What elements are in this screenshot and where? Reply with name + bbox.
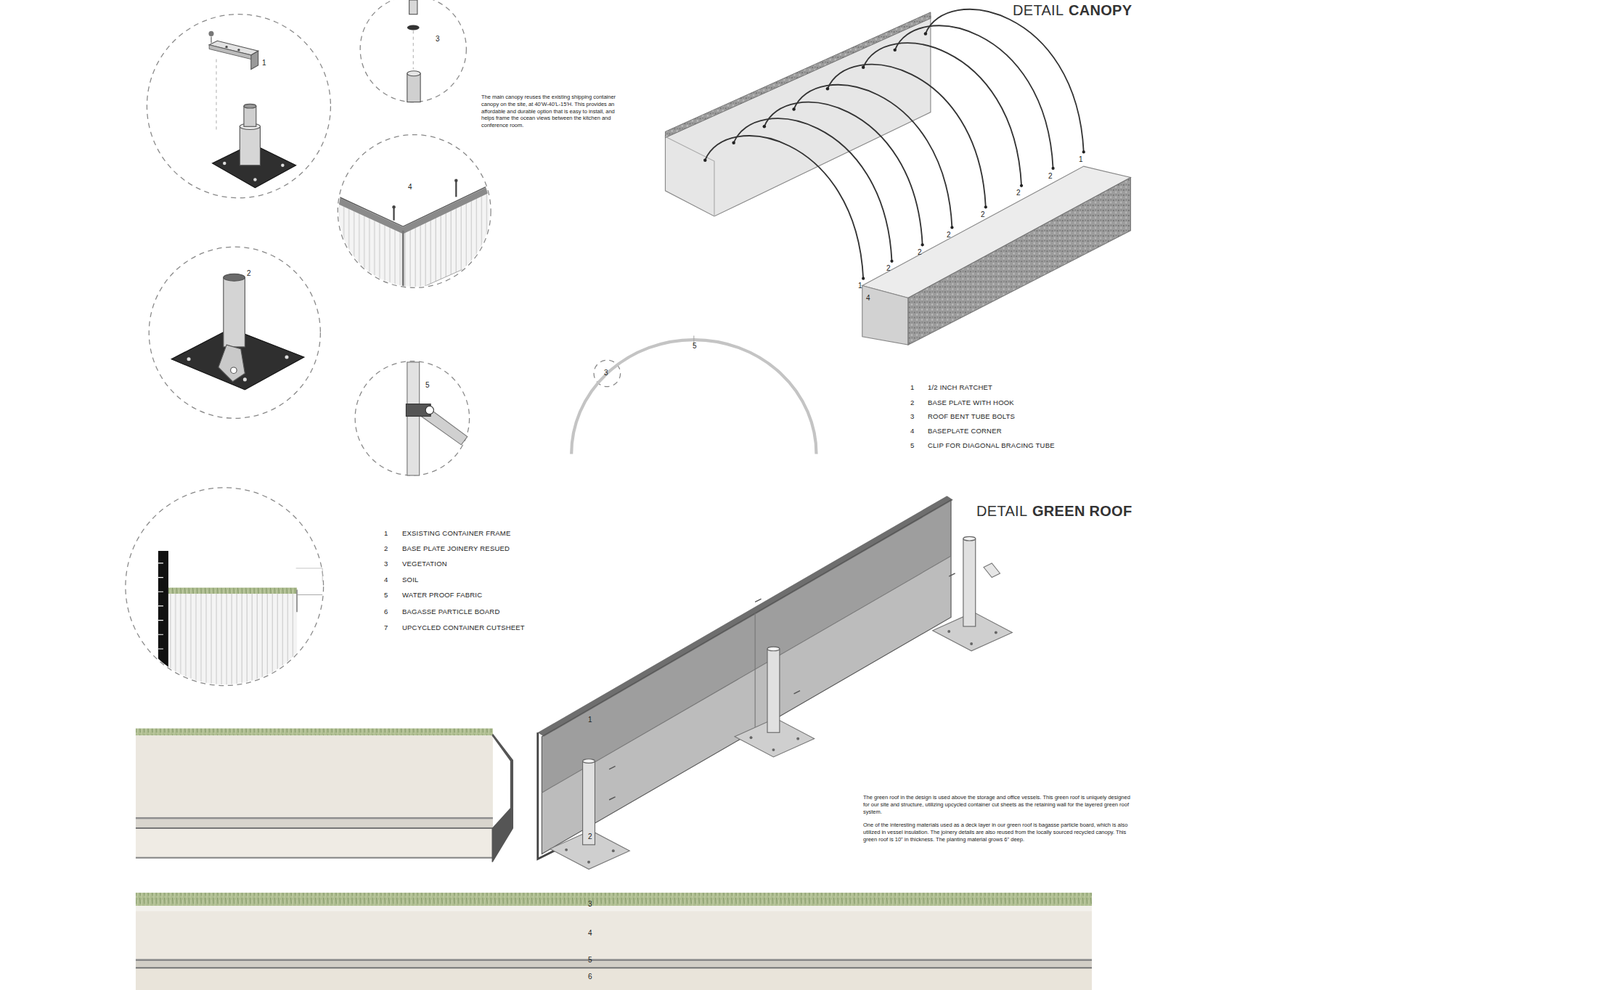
callout-number: 2	[917, 249, 922, 257]
callout-number: 4	[588, 929, 593, 938]
legend-text: CLIP FOR DIAGONAL BRACING TUBE	[927, 442, 1055, 450]
legend-text: UPCYCLED CONTAINER CUTSHEET	[402, 624, 525, 632]
callout-number: 1	[262, 59, 267, 67]
legend-text: BASE PLATE WITH HOOK	[927, 399, 1015, 407]
callout-number: 1	[858, 282, 863, 290]
legend-number: 3	[910, 413, 914, 421]
legend-number: 2	[384, 545, 388, 553]
legend-number: 1	[384, 529, 388, 538]
callout-number: 2	[886, 264, 891, 273]
callout-number: 2	[246, 270, 252, 278]
legend-text: BASEPLATE CORNER	[927, 427, 1002, 435]
callout-number: 5	[425, 381, 430, 390]
callout-number: 2	[1016, 189, 1021, 197]
legend-number: 4	[384, 576, 388, 584]
callout-number: 3	[435, 35, 440, 43]
legend-text: EXSISTING CONTAINER FRAME	[402, 529, 511, 538]
note-text: The green roof in the design is used abo…	[863, 794, 1133, 816]
callout-number: 1	[1078, 156, 1084, 164]
callout-number: 2	[980, 211, 986, 219]
section-title: DETAIL	[976, 503, 1028, 520]
callout-number: 6	[588, 973, 593, 981]
legend-text: SOIL	[402, 576, 419, 584]
legend-text: BASE PLATE JOINERY RESUED	[402, 545, 510, 553]
note-text: The main canopy reuses the existing ship…	[481, 93, 617, 130]
legend-number: 6	[384, 608, 388, 616]
legend-number: 4	[910, 427, 914, 435]
callout-number: 3	[603, 369, 609, 377]
legend-text: 1/2 INCH RATCHET	[927, 384, 993, 392]
callout-number: 2	[588, 833, 593, 841]
section-title: GREEN ROOF	[1032, 503, 1132, 520]
legend-number: 5	[384, 591, 388, 599]
callout-number: 1	[588, 716, 593, 724]
callout-number: 5	[588, 956, 593, 965]
section-title: DETAIL	[1012, 2, 1064, 19]
legend-number: 1	[910, 384, 914, 392]
callout-number: 2	[1048, 172, 1053, 181]
legend-text: BAGASSE PARTICLE BOARD	[402, 608, 500, 616]
callout-number: 4	[866, 294, 871, 302]
legend-number: 2	[910, 399, 914, 407]
callout-number: 4	[407, 183, 413, 191]
legend-number: 5	[910, 442, 914, 450]
legend-number: 3	[384, 560, 388, 568]
callout-number: 5	[692, 342, 697, 350]
callout-number: 3	[588, 900, 593, 909]
section-title: CANOPY	[1068, 2, 1132, 19]
legend-number: 7	[384, 624, 388, 632]
note-text: One of the interesting materials used as…	[863, 821, 1133, 843]
legend-text: VEGETATION	[402, 560, 448, 568]
legend-text: ROOF BENT TUBE BOLTS	[927, 413, 1015, 421]
legend-text: WATER PROOF FABRIC	[402, 591, 483, 599]
callout-number: 2	[946, 231, 951, 239]
